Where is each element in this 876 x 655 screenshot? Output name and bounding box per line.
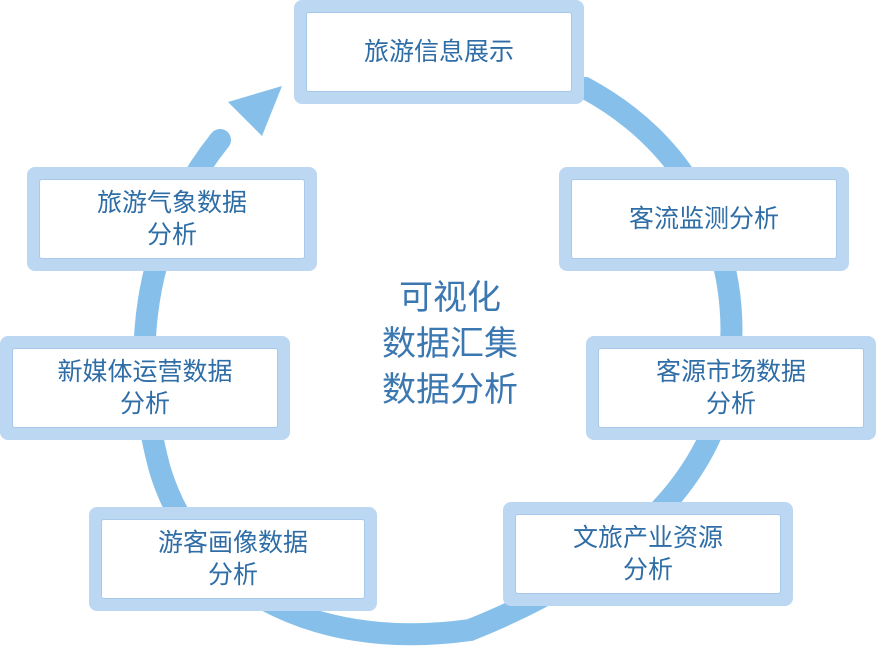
node-tourism-weather-analysis: 旅游气象数据 分析 — [27, 167, 317, 271]
node-label: 新媒体运营数据 分析 — [12, 348, 278, 428]
node-label: 客源市场数据 分析 — [598, 348, 864, 428]
node-new-media-operation-analysis: 新媒体运营数据 分析 — [0, 336, 290, 440]
node-label: 游客画像数据 分析 — [101, 519, 365, 599]
node-visitor-flow-analysis: 客流监测分析 — [559, 167, 849, 271]
node-label: 文旅产业资源 分析 — [515, 514, 781, 594]
node-label: 旅游信息展示 — [306, 12, 572, 92]
center-title: 可视化 数据汇集 数据分析 — [382, 278, 518, 410]
node-tourism-info-display: 旅游信息展示 — [294, 0, 584, 104]
node-label: 旅游气象数据 分析 — [39, 179, 305, 259]
node-visitor-profile-analysis: 游客画像数据 分析 — [89, 507, 377, 611]
node-culture-tourism-resource-analysis: 文旅产业资源 分析 — [503, 502, 793, 606]
node-source-market-analysis: 客源市场数据 分析 — [586, 336, 876, 440]
cycle-arrowhead-icon — [228, 86, 282, 136]
node-label: 客流监测分析 — [571, 179, 837, 259]
